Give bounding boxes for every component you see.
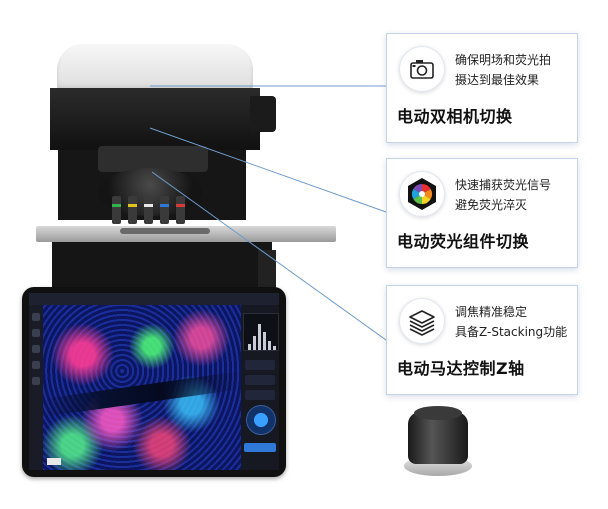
tool-icon <box>32 345 40 353</box>
feature-card-z-axis: 调焦精准稳定 具备Z-Stacking功能 电动马达控制Z轴 <box>386 285 578 395</box>
objective-lens <box>144 196 153 224</box>
objective-lens <box>128 196 137 224</box>
app-logo <box>47 458 61 465</box>
setting-field <box>245 390 275 400</box>
feature-title: 电动马达控制Z轴 <box>397 359 525 378</box>
capture-button <box>244 443 276 452</box>
microscope-camera-housing <box>50 88 260 150</box>
camera-icon <box>399 46 445 92</box>
feature-card-fluorescence-switch: 快速捕获荧光信号 避免荧光淬灭 电动荧光组件切换 <box>386 158 578 268</box>
description-line: 快速捕获荧光信号 <box>455 178 552 192</box>
description-line: 摄达到最佳效果 <box>455 73 540 87</box>
microscope-top-cover <box>57 44 253 90</box>
exposure-field <box>245 360 275 370</box>
feature-title: 电动双相机切换 <box>397 107 513 126</box>
microscope-side-port <box>250 96 276 132</box>
layers-stack-icon <box>399 298 445 344</box>
color-wheel-icon <box>399 171 445 217</box>
tool-icon <box>32 361 40 369</box>
focus-dial <box>246 405 276 435</box>
focus-controller-knob <box>408 412 468 464</box>
description-line: 调焦精准稳定 <box>455 305 528 319</box>
feature-card-camera-switch: 确保明场和荧光拍 摄达到最佳效果 电动双相机切换 <box>386 33 578 143</box>
description-line: 确保明场和荧光拍 <box>455 53 552 67</box>
microscope-base-leg <box>258 250 276 290</box>
feature-title: 电动荧光组件切换 <box>397 232 530 251</box>
feature-description: 确保明场和荧光拍 摄达到最佳效果 <box>455 50 577 90</box>
feature-description: 调焦精准稳定 具备Z-Stacking功能 <box>455 302 577 342</box>
gain-field <box>245 375 275 385</box>
objective-lens <box>160 196 169 224</box>
tool-icon <box>32 377 40 385</box>
objective-lens <box>176 196 185 224</box>
microscope-base <box>52 240 272 294</box>
description-line: 避免荧光淬灭 <box>455 198 528 212</box>
app-toolbar <box>29 293 279 305</box>
feature-description: 快速捕获荧光信号 避免荧光淬灭 <box>455 175 577 215</box>
stage-slot <box>120 228 210 234</box>
tool-icon <box>32 313 40 321</box>
app-left-toolbar <box>29 305 43 470</box>
histogram-panel <box>243 313 279 351</box>
description-line: 具备Z-Stacking功能 <box>455 325 568 339</box>
focus-controller-top <box>414 406 462 420</box>
tool-icon <box>32 329 40 337</box>
objective-lens <box>112 196 121 224</box>
